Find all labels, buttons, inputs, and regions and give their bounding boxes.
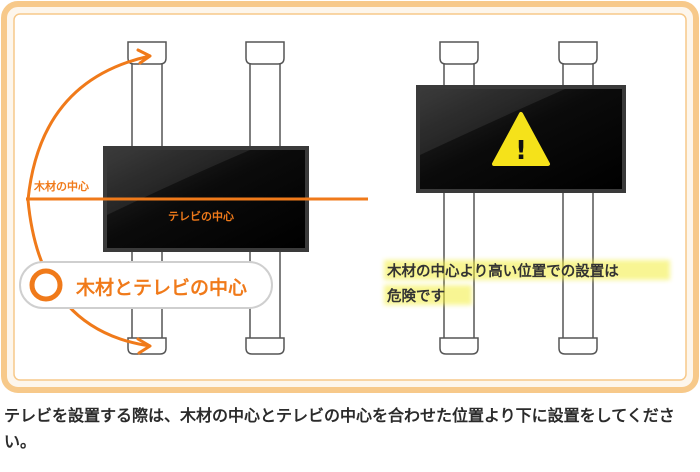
caption: テレビを設置する際は、木材の中心とテレビの中心を合わせた位置より下に設置をしてく… [4,406,675,451]
warning-line-2: 危険です [387,287,445,305]
warning-symbol: ! [515,136,527,166]
warning-triangle-icon: ! [492,112,550,166]
circle-ring-icon [29,268,63,302]
badge-text: 木材とテレビの中心 [75,276,247,299]
center-badge: 木材とテレビの中心 [19,261,273,309]
warning-text: 木材の中心より高い位置での設置は 危険です [384,260,670,305]
wood-center-label: 木材の中心 [33,179,89,193]
tv-center-label: テレビの中心 [168,209,234,223]
right-tv: ! [416,85,626,193]
warning-line-1: 木材の中心より高い位置での設置は [386,262,619,280]
installation-diagram: 木材の中心 テレビの中心 木材とテレビの中心 ! 木材の中心より高い位置での設置… [1,1,699,393]
